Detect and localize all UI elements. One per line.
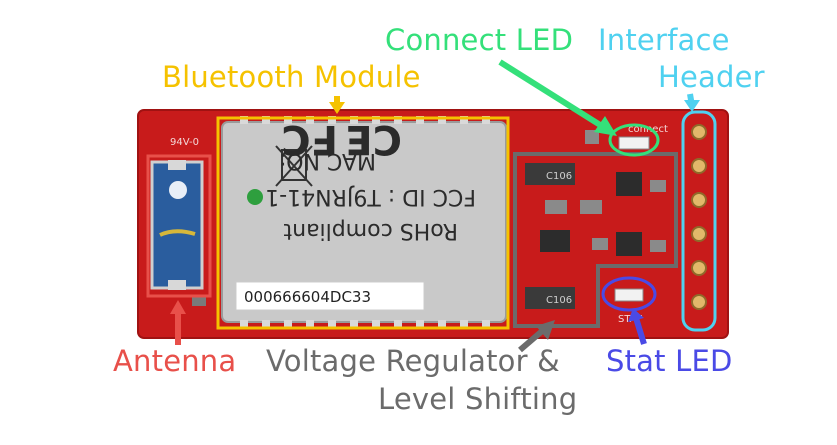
pcb-rating-text: 94V-0 bbox=[170, 137, 199, 148]
weee-bin-icon bbox=[275, 145, 313, 187]
bluetooth-module-can: RoHS compliant FCC ID : T9JRN41-1 MAC NO… bbox=[221, 116, 507, 328]
voltage-regulator-outline bbox=[513, 152, 678, 328]
cap-top-text: C106 bbox=[546, 171, 572, 182]
interface-header-label-line1: Interface bbox=[598, 23, 730, 57]
stat-led-icon bbox=[614, 288, 644, 302]
interface-header-outline bbox=[681, 110, 717, 332]
antenna-arrow bbox=[170, 300, 186, 345]
mac-sticker-text: 000666604DC33 bbox=[244, 288, 371, 306]
voltage-regulator-label-line2: Level Shifting bbox=[378, 382, 578, 416]
stat-led-label: Stat LED bbox=[606, 344, 733, 378]
connect-led-outline bbox=[608, 123, 660, 157]
interface-header-arrow bbox=[684, 93, 700, 112]
chip-antenna-icon bbox=[150, 160, 204, 290]
cap-bottom-text: C106 bbox=[546, 295, 572, 306]
stat-led-outline bbox=[601, 276, 657, 312]
mac-sticker bbox=[235, 281, 425, 311]
module-rohs-text: RoHS compliant bbox=[283, 218, 458, 243]
interface-header-label-line2: Header bbox=[658, 60, 765, 94]
regulator-components: C106 C106 bbox=[525, 130, 666, 309]
header-pin-icon bbox=[691, 124, 707, 310]
connect-led-arrow bbox=[498, 59, 617, 136]
voltage-regulator-label-line1: Voltage Regulator & bbox=[266, 344, 560, 378]
connect-led-label: Connect LED bbox=[385, 23, 574, 57]
module-mac-text: MAC NO: bbox=[279, 148, 376, 173]
module-fcc-text: FCC ID : T9JRN41-1 bbox=[265, 184, 476, 209]
pcb-connect-text: connect bbox=[628, 124, 668, 135]
bluetooth-module-outline bbox=[216, 116, 510, 330]
voltage-regulator-arrow bbox=[518, 320, 555, 353]
connect-led-icon bbox=[618, 136, 650, 150]
bluetooth-module-arrow bbox=[329, 96, 345, 114]
ce-mark-icon: CE bbox=[345, 116, 402, 162]
bluetooth-module-label: Bluetooth Module bbox=[162, 60, 421, 94]
antenna-label: Antenna bbox=[113, 344, 237, 378]
stat-led-arrow bbox=[628, 308, 647, 345]
antenna-outline bbox=[146, 154, 212, 298]
smd-component bbox=[192, 296, 206, 306]
fcc-logo-icon: FC bbox=[281, 116, 338, 162]
